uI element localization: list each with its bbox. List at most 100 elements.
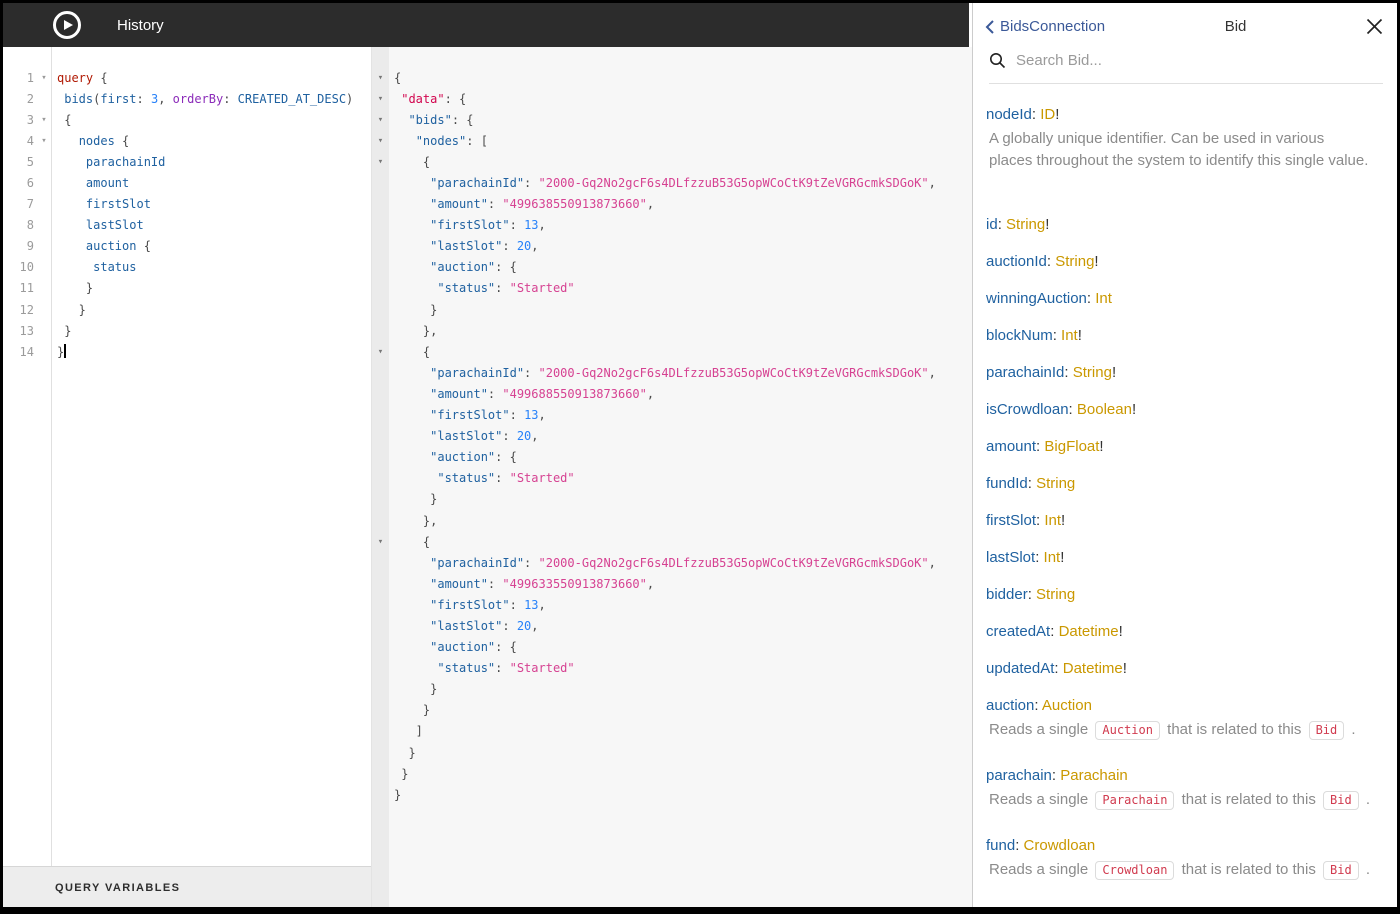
doc-field-name-link[interactable]: auction (986, 697, 1035, 714)
line-number: 12 (19, 302, 34, 317)
doc-field-type-link[interactable]: BigFloat (1044, 438, 1100, 455)
doc-field-type-link[interactable]: String (1055, 253, 1095, 270)
doc-field-type-link[interactable]: ID (1040, 106, 1056, 123)
doc-field-name-link[interactable]: fund (986, 837, 1016, 854)
doc-field-signature: nodeId: ID! (986, 106, 1381, 123)
response-viewer: ▾{▾ "data": {▾ "bids": {▾ "nodes": [▾ { … (371, 47, 972, 907)
code-line: ▾{ (372, 67, 972, 88)
line-number: 14 (19, 344, 34, 359)
line-number: 5 (26, 154, 34, 169)
doc-field-type-link[interactable]: Boolean (1076, 401, 1132, 418)
line-number: 10 (19, 260, 34, 275)
type-pill[interactable]: Bid (1323, 791, 1359, 810)
non-null-bang: ! (1099, 438, 1104, 455)
doc-field-description: Reads a single Parachain that is related… (989, 791, 1371, 810)
doc-field-signature: bidder: String (986, 586, 1381, 603)
fold-arrow-icon[interactable]: ▾ (377, 536, 384, 547)
doc-field-name-link[interactable]: nodeId (986, 106, 1032, 123)
doc-field-type-link[interactable]: String (1006, 216, 1046, 233)
type-pill[interactable]: Bid (1323, 861, 1359, 880)
doc-field-name-link[interactable]: parachain (986, 767, 1052, 784)
code-line: "lastSlot": 20, (372, 615, 972, 636)
doc-field-type-link[interactable]: Int (1043, 549, 1061, 566)
doc-field-name-link[interactable]: blockNum (986, 327, 1053, 344)
code-text: { (394, 154, 431, 169)
query-editor[interactable]: 1▾query {2 bids(first: 3, orderBy: CREAT… (3, 47, 371, 907)
doc-field-type-link[interactable]: Parachain (1060, 767, 1128, 784)
doc-field-name-link[interactable]: amount (986, 438, 1037, 455)
code-line: "firstSlot": 13, (372, 594, 972, 615)
type-pill[interactable]: Bid (1308, 721, 1345, 740)
chevron-left-icon (985, 19, 994, 34)
fold-arrow-icon[interactable]: ▾ (377, 135, 384, 146)
doc-field-name-link[interactable]: firstSlot (986, 512, 1037, 529)
doc-back-link[interactable]: BidsConnection (985, 18, 1105, 35)
query-variables-bar[interactable]: QUERY VARIABLES (3, 866, 371, 907)
doc-field-type-link[interactable]: String (1036, 475, 1076, 492)
doc-field-name-link[interactable]: fundId (986, 475, 1028, 492)
doc-field-type-link[interactable]: String (1072, 364, 1112, 381)
code-text: { (394, 534, 431, 549)
code-text: "bids": { (408, 112, 474, 127)
doc-field-type-link[interactable]: Datetime (1058, 623, 1119, 640)
code-text: parachainId (85, 154, 166, 169)
execute-query-button[interactable] (53, 11, 81, 39)
doc-field-name-link[interactable]: updatedAt (986, 660, 1055, 677)
code-line: 7 firstSlot (3, 194, 371, 215)
doc-field-item: bidder: String (986, 586, 1381, 603)
doc-field-type-link[interactable]: Int (1095, 290, 1112, 307)
doc-fields-list: nodeId: ID!A globally unique identifier.… (973, 84, 1397, 881)
code-text: }, (394, 513, 438, 528)
code-line: "status": "Started" (372, 658, 972, 679)
fold-arrow-icon[interactable]: ▾ (377, 156, 384, 167)
code-line: "lastSlot": 20, (372, 426, 972, 447)
doc-field-item: parachainId: String! (986, 364, 1381, 381)
doc-search-input[interactable] (1014, 51, 1383, 70)
fold-arrow-icon[interactable]: ▾ (377, 114, 384, 125)
code-line: 11 } (3, 278, 371, 299)
doc-field-name-link[interactable]: isCrowdloan (986, 401, 1069, 418)
doc-field-type-link[interactable]: Crowdloan (1023, 837, 1096, 854)
fold-arrow-icon[interactable]: ▾ (41, 114, 47, 125)
doc-field-type-link[interactable]: String (1036, 586, 1076, 603)
type-pill[interactable]: Crowdloan (1095, 861, 1175, 880)
type-pill[interactable]: Parachain (1095, 791, 1175, 810)
doc-field-type-link[interactable]: Auction (1041, 697, 1092, 714)
line-number: 8 (26, 218, 34, 233)
history-button[interactable]: History (117, 16, 164, 34)
doc-field-signature: fund: Crowdloan (986, 837, 1381, 854)
doc-field-name-link[interactable]: parachainId (986, 364, 1065, 381)
code-text: "firstSlot": 13, (430, 597, 546, 612)
doc-field-name-link[interactable]: createdAt (986, 623, 1051, 640)
code-text: } (57, 281, 94, 296)
doc-field-name-link[interactable]: auctionId (986, 253, 1047, 270)
code-text: ] (394, 724, 423, 739)
fold-arrow-icon[interactable]: ▾ (377, 93, 384, 104)
line-number: 3 (26, 112, 34, 127)
code-text: } (394, 492, 438, 507)
doc-field-name-link[interactable]: bidder (986, 586, 1028, 603)
type-pill[interactable]: Auction (1095, 721, 1160, 740)
doc-field-type-link[interactable]: Datetime (1062, 660, 1123, 677)
doc-field-name-link[interactable]: winningAuction (986, 290, 1087, 307)
code-text: } (394, 703, 431, 718)
query-editor-code[interactable]: 1▾query {2 bids(first: 3, orderBy: CREAT… (3, 47, 371, 867)
line-number: 13 (19, 323, 34, 338)
doc-field-item: blockNum: Int! (986, 327, 1381, 344)
code-text: } (394, 745, 416, 760)
doc-field-name-link[interactable]: lastSlot (986, 549, 1036, 566)
doc-field-type-link[interactable]: Int (1061, 327, 1078, 344)
code-line: ▾ "data": { (372, 88, 972, 109)
code-line: 8 lastSlot (3, 215, 371, 236)
doc-field-item: createdAt: Datetime! (986, 623, 1381, 640)
doc-field-name-link[interactable]: id (986, 216, 998, 233)
doc-field-type-link[interactable]: Int (1044, 512, 1062, 529)
doc-close-button[interactable] (1366, 18, 1383, 35)
fold-arrow-icon[interactable]: ▾ (377, 346, 384, 357)
fold-arrow-icon[interactable]: ▾ (41, 135, 47, 146)
code-text: } (57, 323, 72, 338)
doc-field-colon: : (1034, 697, 1042, 714)
fold-arrow-icon[interactable]: ▾ (377, 72, 384, 83)
fold-arrow-icon[interactable]: ▾ (41, 72, 47, 83)
